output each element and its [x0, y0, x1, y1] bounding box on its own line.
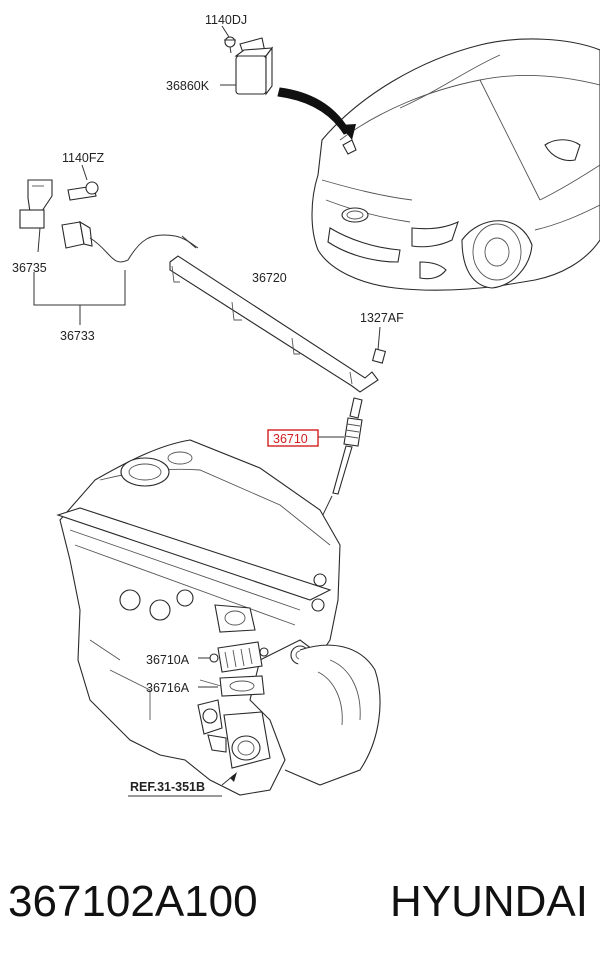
car-illustration [311, 38, 600, 291]
gasket-36716a [219, 675, 265, 697]
pointer-arrow [277, 87, 351, 135]
engine-block [56, 439, 381, 796]
bolt-1140fz [67, 181, 99, 201]
parts-diagram: 1140DJ 36860K 1140FZ 36735 36720 36733 1… [12, 13, 600, 797]
label-36720: 36720 [252, 271, 287, 285]
label-36735: 36735 [12, 261, 47, 275]
label-reference: REF.31-351B [130, 780, 205, 794]
relay-part [234, 37, 274, 96]
label-36716a: 36716A [146, 681, 190, 695]
label-1140dj: 1140DJ [205, 13, 247, 27]
label-1140fz: 1140FZ [62, 151, 105, 165]
footer: 367102A100 HYUNDAI [0, 862, 600, 952]
part-number: 367102A100 [8, 877, 258, 926]
wiring-harness-36720 [169, 255, 379, 393]
label-36733: 36733 [60, 329, 95, 343]
brand-name: HYUNDAI [389, 877, 588, 926]
connector-36733 [61, 220, 199, 263]
throttle-body [197, 699, 271, 769]
label-36710a: 36710A [146, 653, 190, 667]
label-1327af: 1327AF [360, 311, 404, 325]
glow-plug-36710 [332, 348, 387, 495]
egr-valve-36710a [209, 641, 269, 673]
bolt-1140dj [224, 36, 236, 54]
label-36710: 36710 [273, 432, 308, 446]
bracket-36735 [19, 179, 53, 229]
highlight-box [267, 429, 319, 447]
label-36860k: 36860K [166, 79, 210, 93]
